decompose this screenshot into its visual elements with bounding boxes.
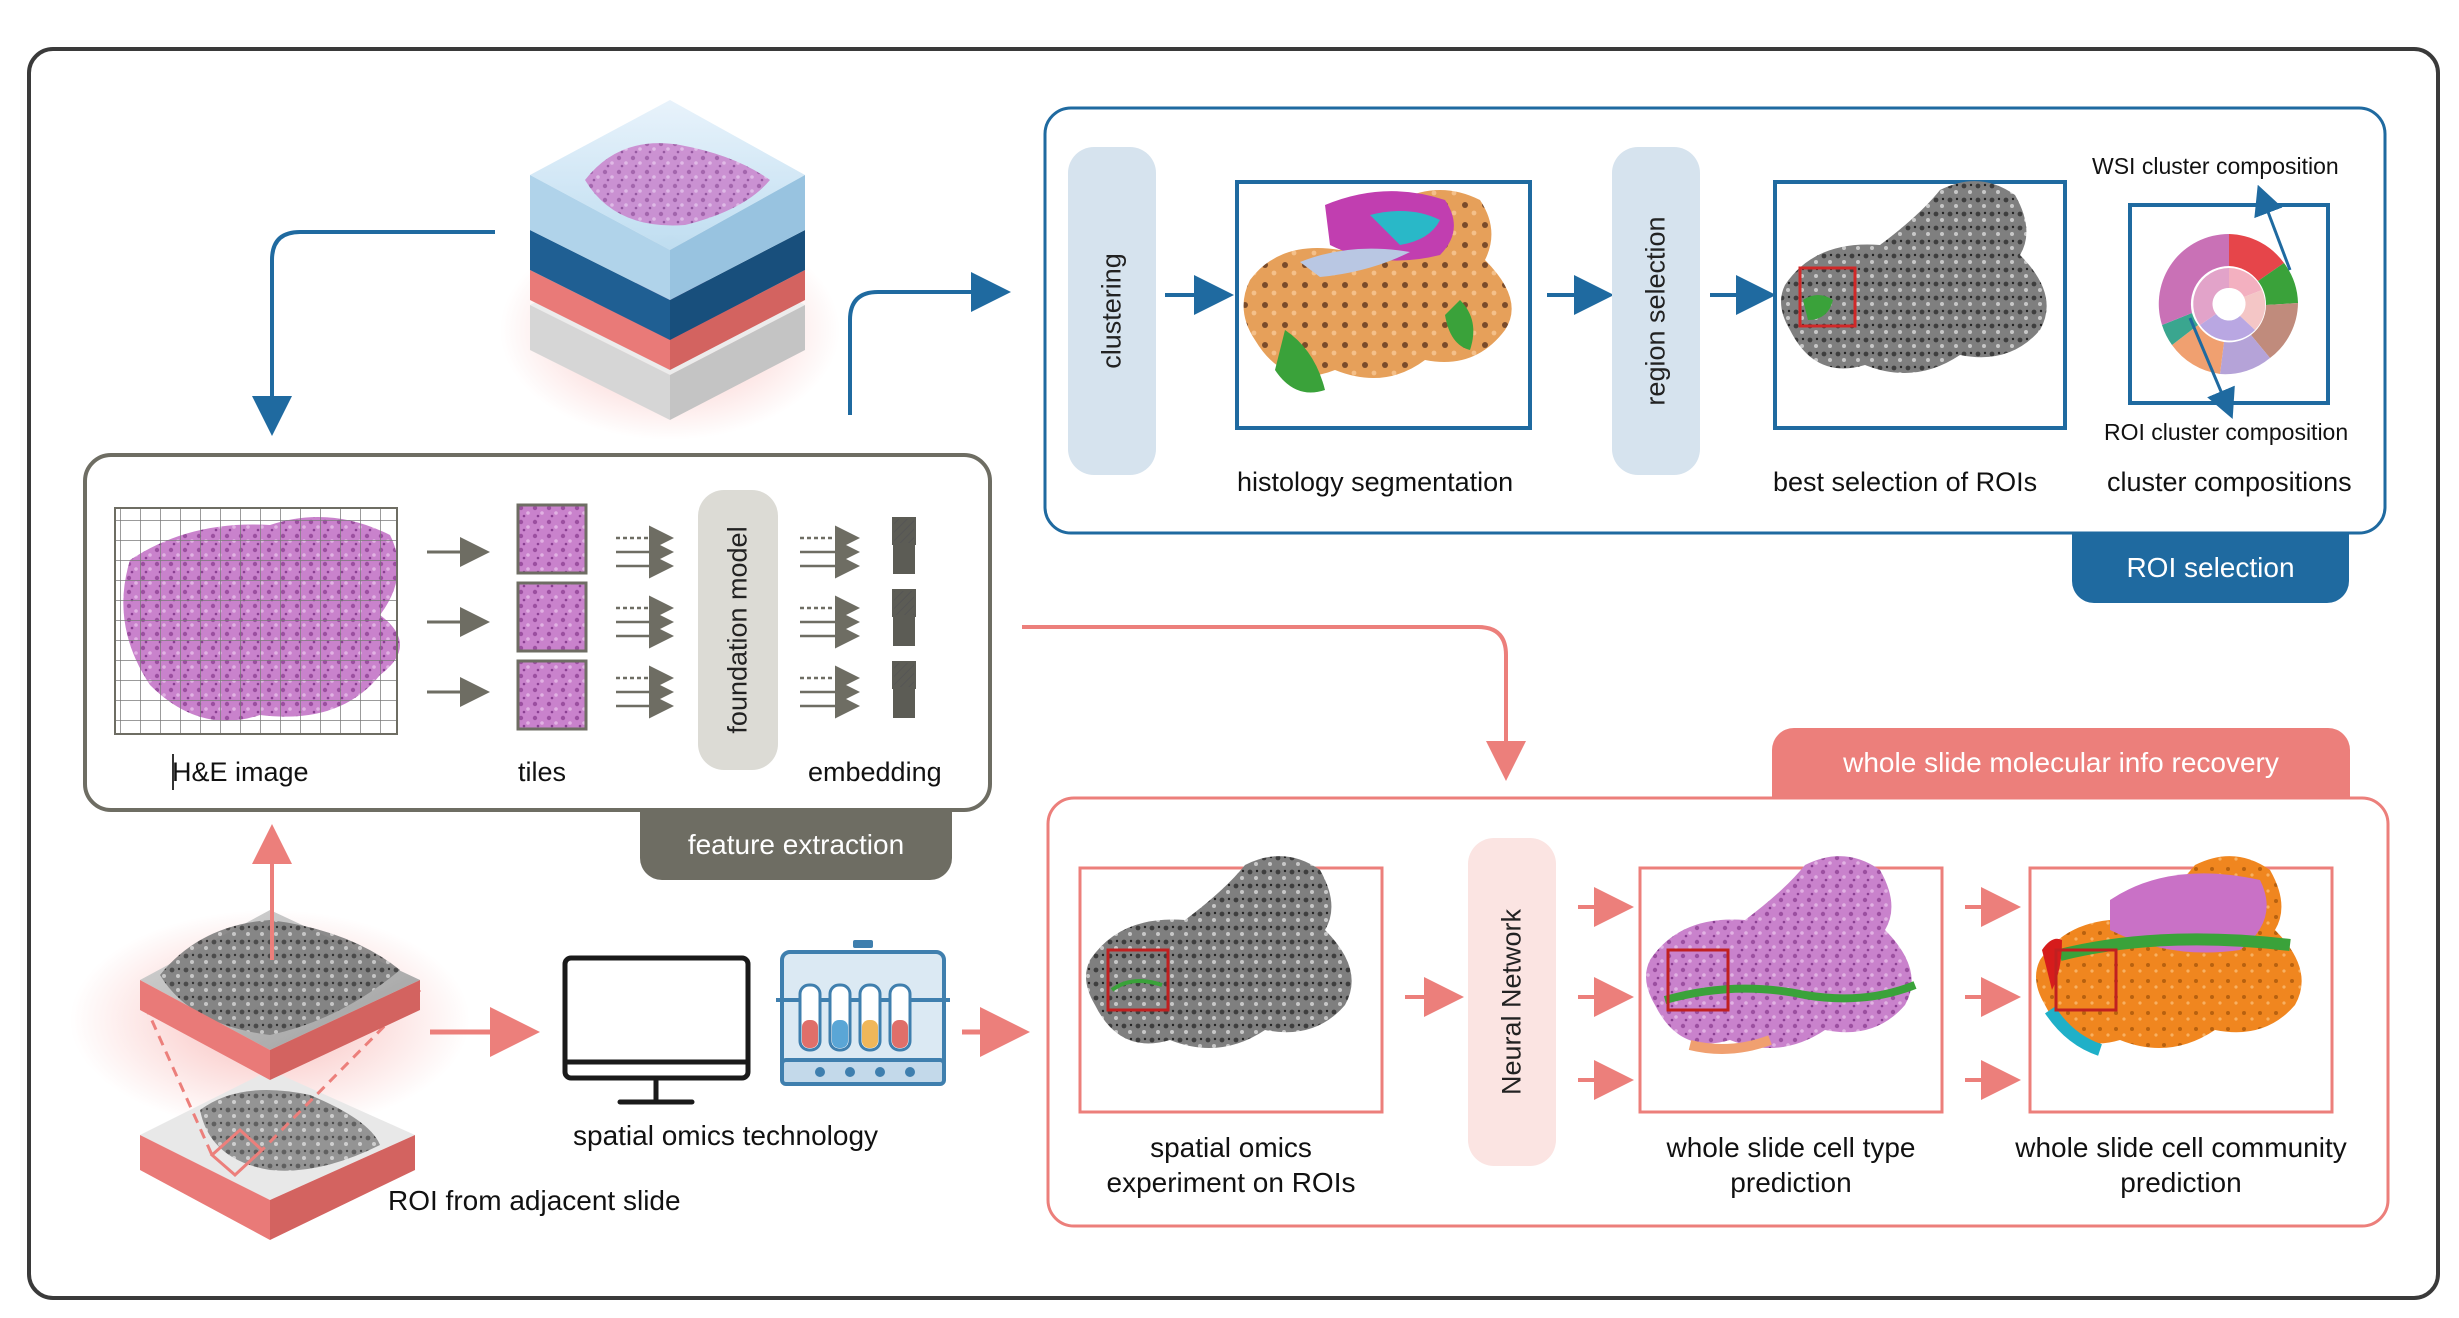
cell-type-label-line1: whole slide cell type [1666,1132,1916,1163]
arrow-stack-to-feature [252,230,495,436]
omics-instrument-icon [776,940,950,1086]
arrow-feature-to-recovery [1022,625,1526,781]
spatial-omics-label: spatial omics experiment on ROIs [1070,1130,1392,1200]
region-selection-step: region selection [1612,147,1700,475]
histology-segmentation-label: histology segmentation [1237,467,1514,497]
clustering-label: clustering [1096,253,1127,369]
cluster-compositions-label: cluster compositions [2107,467,2352,497]
roi-cluster-composition-label: ROI cluster composition [2104,419,2349,445]
wsi-cluster-composition-label: WSI cluster composition [2092,153,2339,179]
tiles [516,503,588,731]
recovery-tab-label: whole slide molecular info recovery [1843,747,2279,778]
roi-selection-tab-label: ROI selection [2126,552,2295,583]
embedding-label: embedding [808,757,942,787]
roi-selection-tab: ROI selection [2072,533,2349,603]
spatial-omics-label-line2: experiment on ROIs [1106,1167,1356,1198]
adjacent-slide-stack [70,910,470,1240]
neural-network-label: Neural Network [1496,908,1527,1096]
spatial-omics-technology-label: spatial omics technology [573,1120,879,1151]
cell-type-label-line2: prediction [1730,1167,1852,1198]
cell-type-label: whole slide cell type prediction [1620,1130,1962,1200]
cell-community-prediction-image [2028,856,2334,1114]
tile-arrows [427,537,490,707]
histology-segmentation-image [1235,180,1532,430]
cell-community-label-line2: prediction [2120,1167,2242,1198]
cell-type-prediction-image [1638,856,1944,1114]
roi-adjacent-slide-label: ROI from adjacent slide [388,1185,681,1216]
text-cursor [172,754,174,790]
arrow-to-roi-selection [848,272,1011,415]
region-selection-label: region selection [1640,216,1671,406]
outer-frame [27,47,2440,1300]
tiles-label: tiles [518,757,567,787]
neural-network-block: Neural Network [1468,838,1556,1166]
feature-extraction-tab-label: feature extraction [687,829,905,860]
feature-extraction-tab: feature extraction [640,810,952,880]
foundation-model-block: foundation model [698,490,778,770]
embedding-bars [892,517,916,718]
clustering-step: clustering [1068,147,1156,475]
nn-output-arrows [1578,887,2021,1100]
model-input-arrows [616,525,860,719]
he-grid-image [114,507,401,735]
cluster-composition-chart [2128,184,2330,420]
best-roi-label: best selection of ROIs [1773,467,2038,497]
recovery-tab: whole slide molecular info recovery [1772,728,2350,798]
cell-community-label-line1: whole slide cell community [2015,1132,2347,1163]
best-roi-image [1773,180,2067,430]
spatial-omics-label-line1: spatial omics [1150,1132,1312,1163]
cell-community-label: whole slide cell community prediction [1990,1130,2372,1200]
monitor-icon [562,955,751,1105]
foundation-model-label: foundation model [722,526,753,734]
spatial-omics-roi-image [1078,856,1384,1114]
wsi-slide-stack [500,100,840,440]
he-image-label: H&E image [172,757,309,787]
